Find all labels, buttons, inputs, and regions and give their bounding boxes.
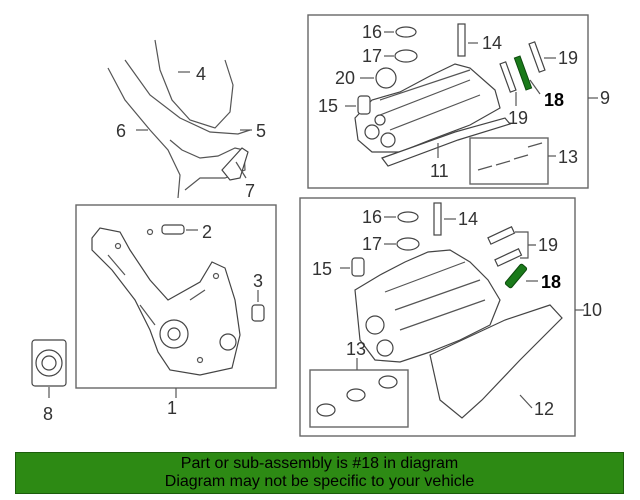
callout-4: 4 bbox=[196, 64, 206, 84]
callout-16b: 16 bbox=[362, 207, 382, 227]
callout-11: 11 bbox=[430, 161, 449, 181]
seal-16a bbox=[395, 26, 417, 38]
callout-10: 10 bbox=[582, 300, 602, 320]
callout-3: 3 bbox=[253, 271, 263, 291]
stud-14a bbox=[457, 23, 478, 57]
callout-13b: 13 bbox=[346, 339, 366, 359]
bracket-7 bbox=[221, 147, 249, 181]
callout-19b: 19 bbox=[508, 108, 528, 128]
callout-6: 6 bbox=[116, 121, 126, 141]
bolt-19a bbox=[528, 41, 556, 73]
callout-19a: 19 bbox=[558, 48, 578, 68]
sensor-15a bbox=[345, 95, 371, 115]
callout-12: 12 bbox=[534, 399, 554, 419]
gasket-5 bbox=[124, 59, 251, 135]
callout-13a: 13 bbox=[558, 147, 578, 167]
bolt-19c bbox=[487, 225, 536, 267]
callout-1: 1 bbox=[167, 398, 177, 418]
callout-14a: 14 bbox=[482, 33, 502, 53]
cap-20 bbox=[375, 67, 397, 89]
callout-18b: 18 bbox=[541, 272, 561, 292]
seal-17a bbox=[394, 49, 418, 63]
callout-17a: 17 bbox=[362, 46, 382, 66]
seal-3 bbox=[251, 304, 265, 322]
sensor-15b bbox=[340, 257, 365, 277]
timing-gasket-group bbox=[107, 39, 252, 199]
callout-19c: 19 bbox=[538, 235, 558, 255]
callout-20: 20 bbox=[335, 68, 355, 88]
valve-cover-lower bbox=[354, 249, 501, 363]
callout-9: 9 bbox=[600, 88, 610, 108]
callout-17b: 17 bbox=[362, 234, 382, 254]
seal-strips-13 bbox=[477, 142, 543, 171]
callout-5: 5 bbox=[256, 121, 266, 141]
callout-2: 2 bbox=[202, 222, 212, 242]
note-line-2: Diagram may not be specific to your vehi… bbox=[164, 473, 475, 490]
seal-16b bbox=[397, 211, 419, 223]
callout-18a: 18 bbox=[544, 90, 564, 110]
callout-14b: 14 bbox=[458, 209, 478, 229]
gasket-inner bbox=[169, 139, 246, 191]
stud-14b bbox=[433, 202, 456, 236]
seal-17b bbox=[396, 237, 420, 251]
valve-gasket-12 bbox=[429, 304, 563, 419]
callout-7: 7 bbox=[245, 181, 255, 201]
note-line-1: Part or sub-assembly is #18 in diagram bbox=[180, 455, 459, 472]
front-seal-8 bbox=[31, 339, 67, 387]
gasket-6 bbox=[107, 67, 181, 199]
callout-15a: 15 bbox=[318, 96, 338, 116]
seal-rings-13 bbox=[316, 375, 398, 417]
bolt-18a bbox=[513, 55, 541, 95]
bolt-19b bbox=[499, 61, 517, 106]
callout-8: 8 bbox=[43, 404, 53, 424]
gasket-4 bbox=[154, 39, 234, 129]
valve-cover-upper bbox=[354, 63, 501, 153]
bolt-18b bbox=[504, 263, 538, 289]
timing-cover-1 bbox=[91, 227, 241, 376]
valve-gasket-11 bbox=[381, 117, 512, 167]
callout-16a: 16 bbox=[362, 22, 382, 42]
dowel-2 bbox=[161, 224, 185, 235]
callout-15b: 15 bbox=[312, 259, 332, 279]
fitment-note-banner: Part or sub-assembly is #18 in diagram D… bbox=[15, 452, 624, 494]
